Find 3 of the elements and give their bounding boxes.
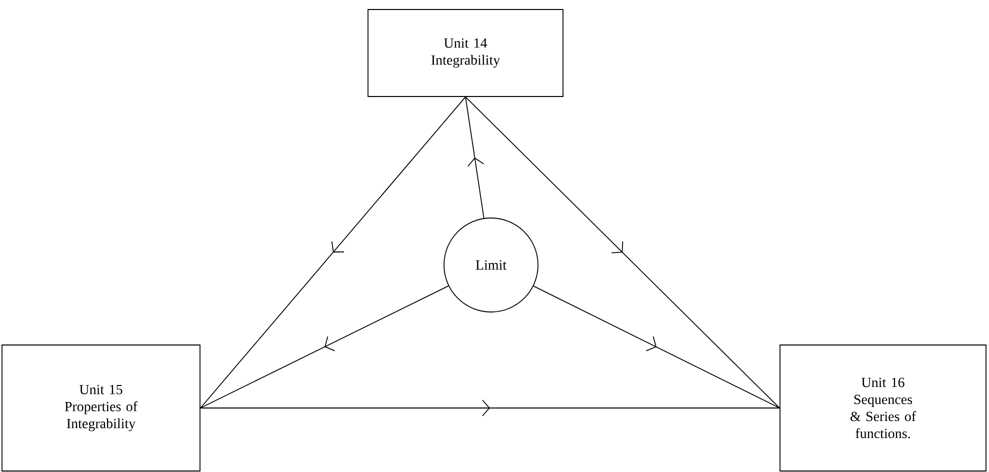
unit-box: Unit 14 Integrability <box>368 9 564 97</box>
unit-box: Unit 16 Sequences & Series of functions. <box>780 344 986 472</box>
unit-box: Unit 15 Properties of Integrability <box>2 344 200 472</box>
